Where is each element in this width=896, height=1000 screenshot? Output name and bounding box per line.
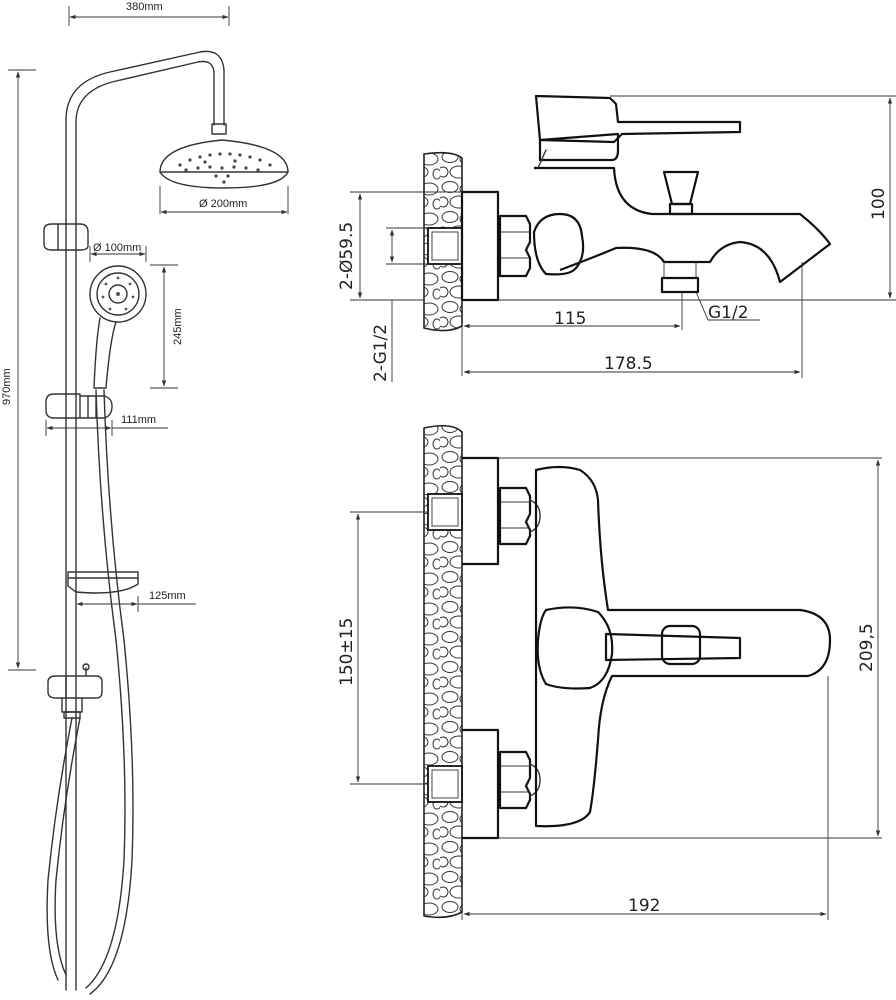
cover-flange-lower <box>462 728 500 840</box>
hand-shower: Ø 100mm 245mm <box>89 242 184 389</box>
cartridge-side <box>538 132 620 162</box>
head-connector <box>211 123 227 135</box>
lever-handle-side <box>534 94 742 144</box>
rain-shower-head: Ø 200mm <box>159 139 289 215</box>
upper-holder <box>43 223 89 251</box>
lever-knob-top <box>660 624 702 666</box>
spout-thread-label: G1/2 <box>708 303 749 323</box>
aerator-side <box>660 276 700 294</box>
mixer-top-view: 209,5 150±15 192 <box>337 424 882 920</box>
thread-label: 2-G1/2 <box>371 324 391 382</box>
mixer-side-view: 100 2-Ø59.5 2-G1/2 115 G1/2 178.5 <box>337 94 896 382</box>
diverter-valve <box>47 663 103 719</box>
height-label: 970mm <box>1 368 13 405</box>
cover-flange-side <box>460 190 500 302</box>
connection-label: 2-Ø59.5 <box>337 222 357 290</box>
cover-flange-upper <box>462 456 500 566</box>
side-depth-label: 115 <box>554 309 586 329</box>
height-dimension: 970mm <box>1 69 36 671</box>
eccentric-insert-lower <box>427 765 463 803</box>
shower-hose <box>46 389 134 995</box>
width-dimension: 380mm <box>68 1 230 26</box>
spacing-label: 150±15 <box>337 618 357 686</box>
width-label: 380mm <box>126 1 163 13</box>
mixer-body-side <box>532 212 585 276</box>
top-width-label: 209,5 <box>857 623 877 672</box>
nut-side <box>498 214 532 278</box>
soap-dish-label: 125mm <box>149 590 186 602</box>
cartridge-top <box>536 606 614 690</box>
side-total-depth-label: 178.5 <box>604 354 653 374</box>
handshower-diameter-label: Ø 100mm <box>93 242 141 254</box>
side-height-label: 100 <box>869 188 889 220</box>
diverter-knob-side <box>662 170 700 206</box>
lever-handle-top <box>604 632 742 662</box>
nut-lower <box>498 750 532 810</box>
head-diameter-label: Ø 200mm <box>199 198 247 210</box>
shower-system: 380mm 970mm <box>1 1 289 995</box>
soap-dish: 125mm <box>67 571 196 612</box>
eccentric-insert-side <box>427 227 463 265</box>
handshower-length-label: 245mm <box>172 308 184 345</box>
eccentric-insert-upper <box>427 493 463 531</box>
top-depth-label: 192 <box>628 896 660 916</box>
mixer-body-top <box>534 465 832 828</box>
shower-rail <box>65 50 225 991</box>
sliding-holder: 111mm <box>45 393 168 436</box>
nozzle-dots <box>178 152 272 184</box>
holder-offset-label: 111mm <box>121 414 156 426</box>
nut-upper <box>498 486 532 546</box>
spout-side <box>534 166 832 284</box>
